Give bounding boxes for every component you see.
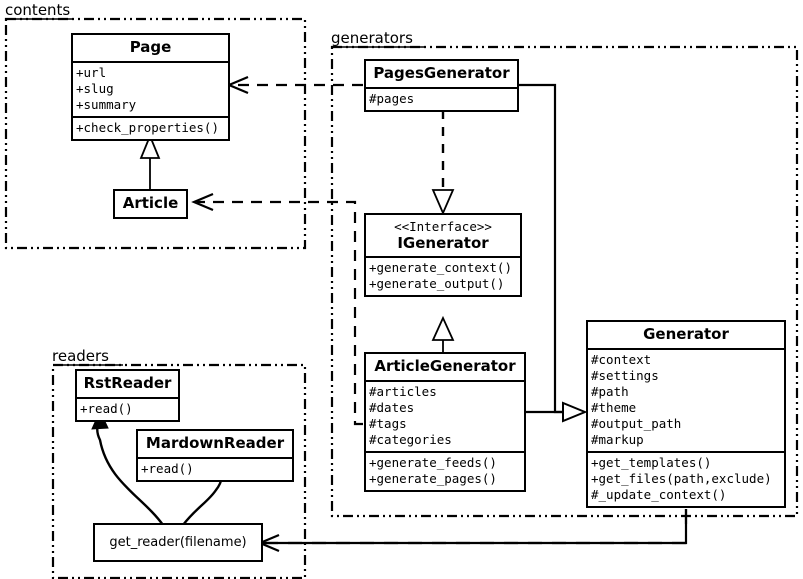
class-methods-article-generator: +generate_feeds() +generate_pages(): [366, 450, 524, 490]
class-box-article[interactable]: Article: [113, 189, 188, 219]
class-name-text-igenerator: IGenerator: [397, 233, 489, 252]
attribute: +url: [76, 64, 107, 80]
method: +read(): [141, 460, 194, 476]
class-stereotype-igenerator: <<Interface>>: [394, 219, 492, 234]
package-label-readers: readers: [52, 347, 109, 365]
class-attributes-article-generator: #articles #dates #tags #categories: [366, 379, 524, 451]
edge-generator-uses-getreader: [257, 509, 688, 553]
attribute: #categories: [369, 431, 452, 447]
edge-articlegenerator-generalization: [431, 315, 455, 352]
class-box-page[interactable]: Page +url +slug +summary +check_properti…: [71, 33, 230, 141]
class-attributes-page: +url +slug +summary: [73, 60, 228, 116]
package-label-generators: generators: [331, 29, 413, 47]
edge-pagesgenerator-uses-page: [226, 75, 363, 95]
edge-articlegenerator-uses-article: [191, 192, 363, 426]
class-attributes-generator: #context #settings #path #theme #output_…: [588, 347, 784, 451]
class-box-mardown-reader[interactable]: MardownReader +read(): [136, 429, 294, 482]
method: +generate_feeds(): [369, 454, 497, 470]
class-name-pages-generator: PagesGenerator: [373, 64, 510, 82]
method: +read(): [80, 400, 133, 416]
attribute: #settings: [591, 367, 659, 383]
class-methods-igenerator: +generate_context() +generate_output(): [366, 256, 520, 295]
attribute: #dates: [369, 399, 415, 415]
attribute: #path: [591, 383, 629, 399]
class-box-pages-generator[interactable]: PagesGenerator #pages: [364, 59, 519, 112]
class-box-article-generator[interactable]: ArticleGenerator #articles #dates #tags …: [364, 352, 526, 492]
class-methods-mardown-reader: +read(): [138, 456, 292, 480]
edge-pagesgenerator-realization: [431, 110, 455, 216]
method: #_update_context(): [591, 486, 727, 502]
method: +get_templates(): [591, 454, 712, 470]
class-name-article-generator: ArticleGenerator: [374, 357, 516, 375]
edge-pagesgenerator-to-generator: [519, 83, 588, 423]
package-label-contents: contents: [5, 1, 71, 19]
attribute: #tags: [369, 415, 407, 431]
attribute: #theme: [591, 399, 637, 415]
method: +generate_pages(): [369, 470, 497, 486]
function-label-get-reader: get_reader(filename): [109, 535, 247, 550]
method: +get_files(path,exclude): [591, 470, 772, 486]
attribute: +summary: [76, 96, 137, 112]
edge-article-generalization: [139, 133, 161, 190]
class-methods-generator: +get_templates() +get_files(path,exclude…: [588, 450, 784, 506]
method: +check_properties(): [76, 119, 219, 135]
class-name-mardown-reader: MardownReader: [145, 434, 285, 452]
class-box-generator[interactable]: Generator #context #settings #path #them…: [586, 320, 786, 508]
function-box-get-reader[interactable]: get_reader(filename): [93, 523, 263, 562]
attribute: #markup: [591, 431, 644, 447]
class-methods-page: +check_properties(): [73, 115, 228, 139]
class-name-page: Page: [129, 38, 172, 56]
class-attributes-pages-generator: #pages: [366, 86, 517, 110]
method: +generate_context(): [369, 260, 512, 276]
attribute: +slug: [76, 80, 114, 96]
attribute: #pages: [369, 90, 415, 106]
attribute: #context: [591, 351, 652, 367]
class-box-igenerator[interactable]: <<Interface>> IGenerator +generate_conte…: [364, 213, 522, 298]
class-name-generator: Generator: [643, 325, 729, 343]
class-box-rst-reader[interactable]: RstReader +read(): [75, 369, 180, 422]
method: +generate_output(): [369, 276, 505, 292]
class-name-rst-reader: RstReader: [83, 374, 172, 392]
attribute: #output_path: [591, 415, 682, 431]
class-name-igenerator: <<Interface>> IGenerator: [366, 215, 520, 256]
class-methods-rst-reader: +read(): [77, 396, 178, 420]
attribute: #articles: [369, 383, 437, 399]
class-name-article: Article: [122, 194, 179, 212]
